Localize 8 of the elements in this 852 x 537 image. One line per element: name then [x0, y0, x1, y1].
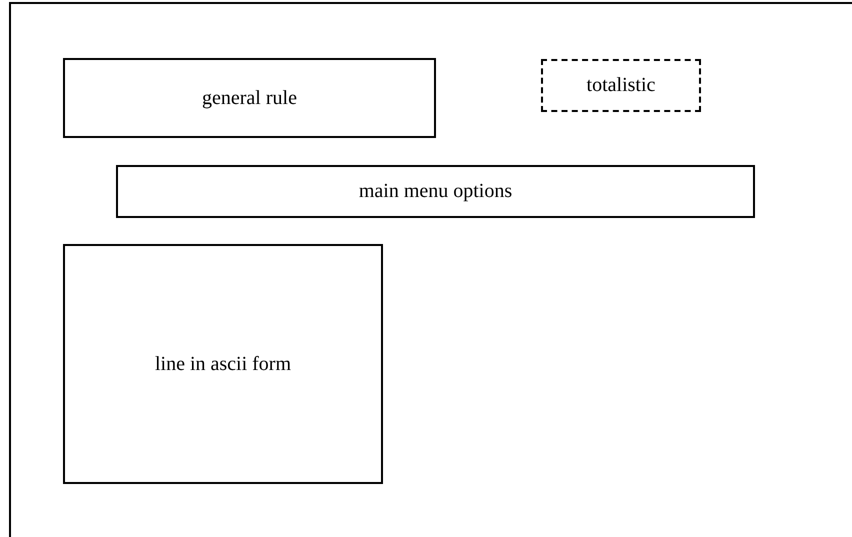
box-label: line in ascii form: [154, 352, 292, 376]
process-box: [63, 58, 436, 138]
dashed-box: [541, 59, 701, 112]
box-label: general rule: [202, 86, 297, 110]
process-box: [116, 165, 755, 218]
process-box: [63, 244, 383, 484]
box-label: main menu options: [358, 180, 512, 203]
box-label: totalistic: [586, 74, 656, 97]
